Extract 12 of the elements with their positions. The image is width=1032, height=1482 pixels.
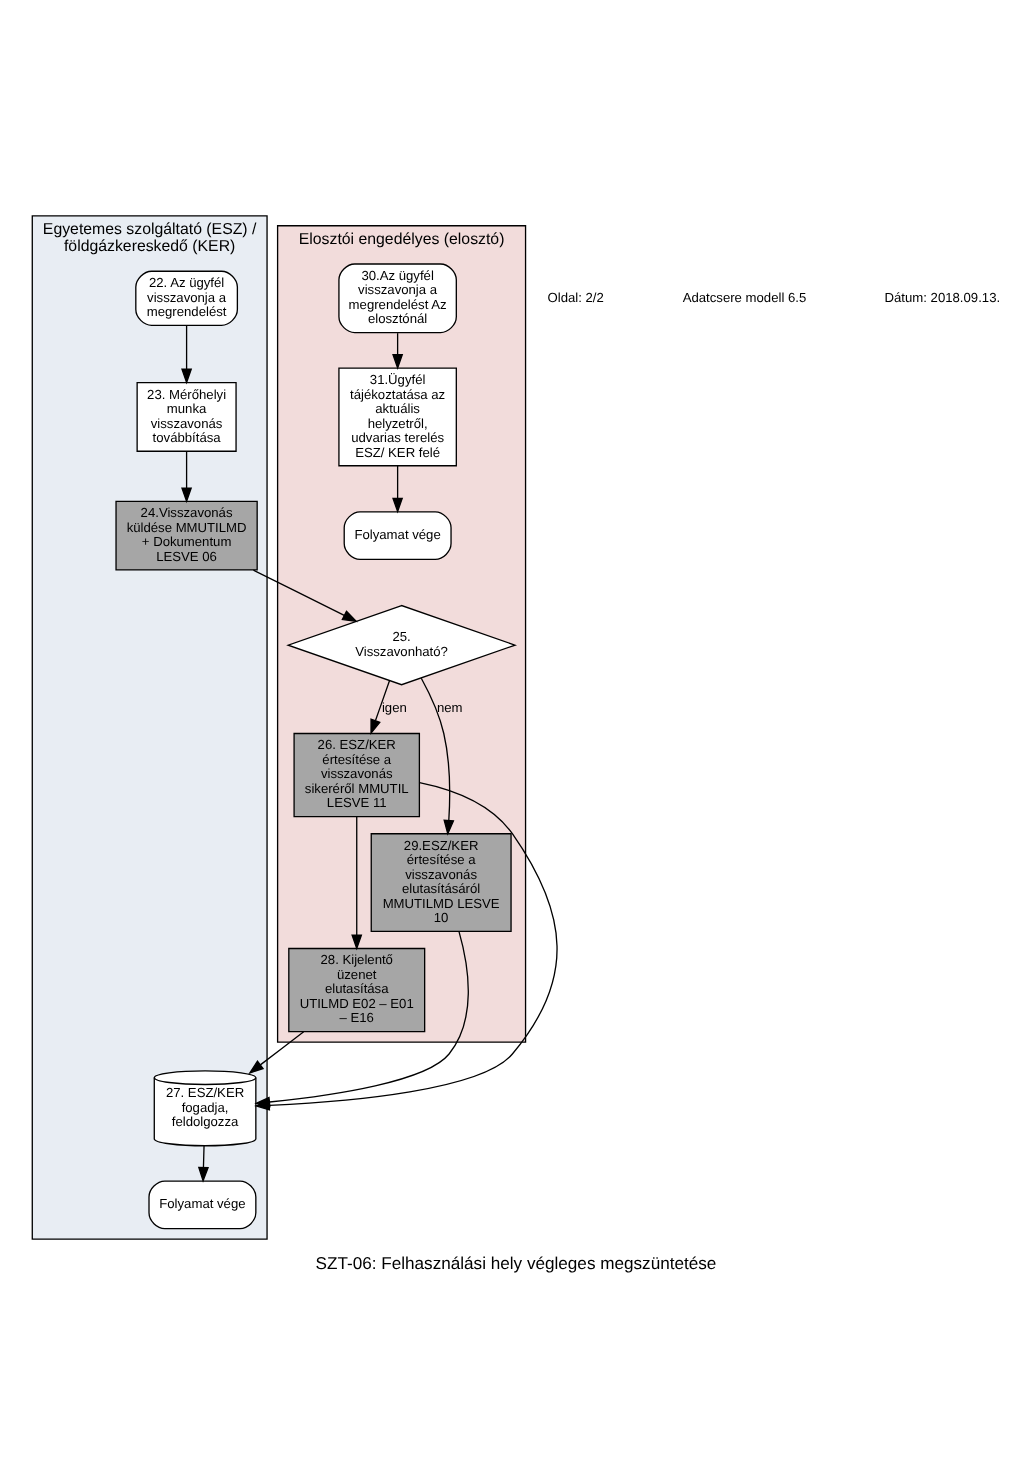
arrow	[181, 323, 193, 384]
arrow	[392, 331, 404, 369]
diagram-title: SZT-06: Felhasználási hely végleges megszüntetése	[315, 1251, 717, 1272]
arrow	[252, 568, 358, 622]
arrow	[181, 450, 193, 503]
arrow	[254, 929, 469, 1107]
arrow	[392, 464, 404, 513]
arrow	[370, 678, 391, 735]
arrow	[248, 1030, 305, 1074]
arrow	[420, 676, 455, 835]
arrow	[197, 1144, 209, 1182]
arrow	[351, 815, 363, 950]
